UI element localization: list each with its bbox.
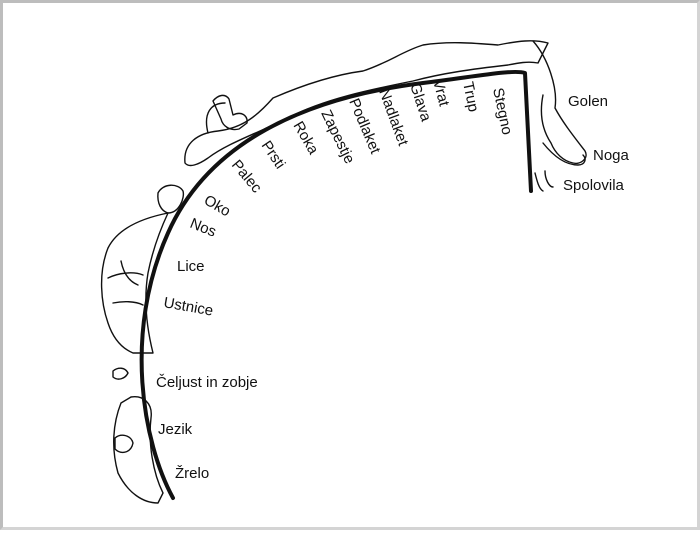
label-nadlaket: Nadlaket xyxy=(375,87,412,149)
label-roka: Roka xyxy=(290,119,323,158)
label-ustnice: Ustnice xyxy=(162,294,214,319)
label-vrat: Vrat xyxy=(429,78,453,109)
foot-outline xyxy=(543,143,585,165)
label-jezik: Jezik xyxy=(158,421,193,438)
lips-outline xyxy=(108,261,143,305)
jaw-outline xyxy=(113,368,128,379)
label-stegno: Stegno xyxy=(489,86,516,136)
label-noga: Noga xyxy=(593,147,630,164)
label-glava: Glava xyxy=(406,81,434,124)
label-lice: Lice xyxy=(177,258,205,275)
label-palec: Palec xyxy=(228,157,265,197)
label-oko: Oko xyxy=(201,192,233,220)
label-trup: Trup xyxy=(459,80,482,113)
label-zrelo: Žrelo xyxy=(175,465,209,482)
label-nos: Nos xyxy=(188,215,219,241)
label-prsti: Prsti xyxy=(258,138,289,172)
label-golen: Golen xyxy=(568,93,608,110)
genitals-outline xyxy=(535,171,553,191)
homunculus-diagram: Golen Noga Spolovila Stegno Trup Vrat Gl… xyxy=(3,3,700,533)
label-spolovila: Spolovila xyxy=(563,177,625,194)
tongue-detail xyxy=(115,435,133,452)
label-celjust: Čeljust in zobje xyxy=(156,374,258,391)
